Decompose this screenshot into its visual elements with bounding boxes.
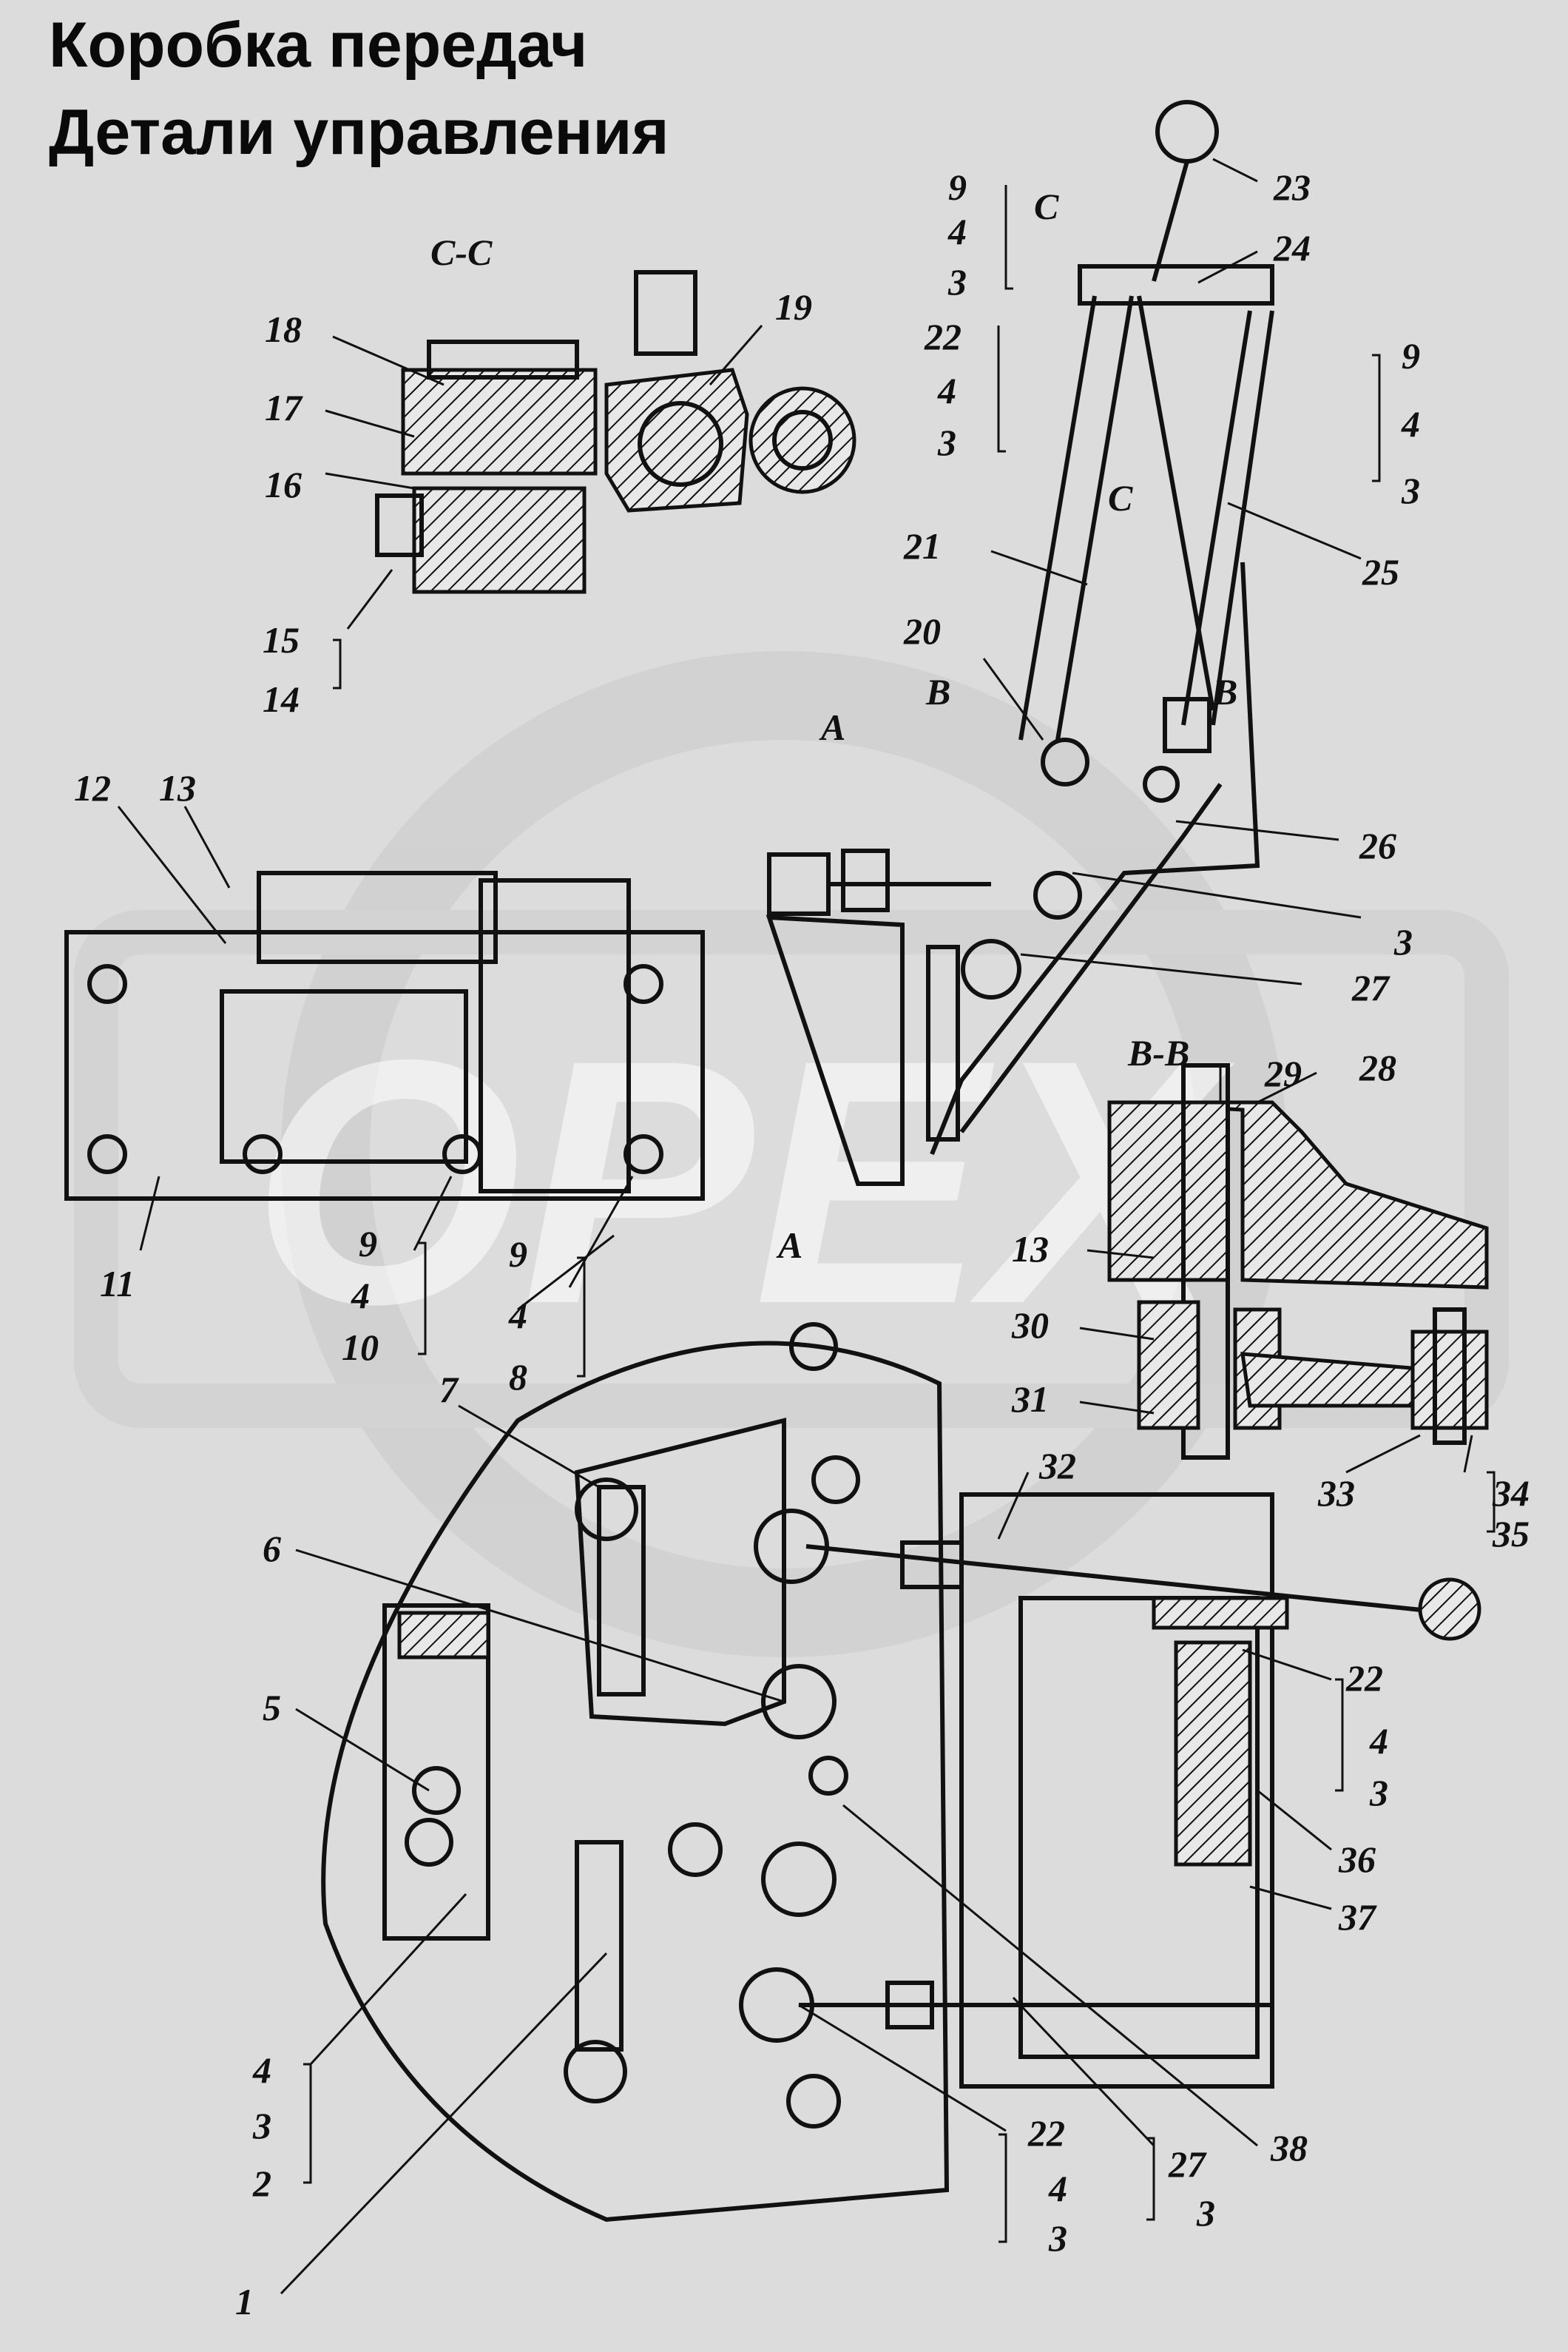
callout-28: 28 — [1359, 1047, 1396, 1088]
callout-3-i: 3 — [1196, 2192, 1215, 2234]
callout-10: 10 — [342, 1327, 379, 1368]
callout-16: 16 — [265, 464, 302, 505]
callout-20: 20 — [903, 610, 941, 652]
callout-3-g: 3 — [252, 2105, 271, 2146]
callout-8: 8 — [509, 1356, 527, 1398]
callout-7: 7 — [439, 1369, 459, 1410]
callout-12: 12 — [74, 767, 111, 809]
callout-17: 17 — [265, 387, 303, 428]
callout-3-lever: 3 — [1393, 921, 1413, 963]
callout-36: 36 — [1338, 1839, 1376, 1880]
section-arrow-b-left: B — [925, 671, 950, 712]
callout-31: 31 — [1011, 1378, 1049, 1420]
callout-15: 15 — [263, 619, 300, 661]
callout-22-top: 22 — [924, 316, 962, 357]
callout-1: 1 — [235, 2281, 254, 2322]
callout-4-h: 4 — [1048, 2168, 1067, 2209]
callout-23: 23 — [1273, 166, 1311, 208]
callout-21: 21 — [903, 525, 941, 567]
callout-19: 19 — [775, 286, 812, 328]
callout-5: 5 — [263, 1687, 281, 1728]
callout-2: 2 — [252, 2163, 271, 2204]
callout-14: 14 — [263, 678, 300, 720]
lower-main-view — [321, 1322, 1481, 2223]
callout-3-h: 3 — [1048, 2217, 1067, 2259]
callout-4-c: 4 — [937, 370, 956, 411]
left-housing-view — [64, 871, 705, 1201]
callout-35: 35 — [1492, 1513, 1530, 1554]
callout-32: 32 — [1038, 1445, 1076, 1486]
callout-6: 6 — [263, 1528, 281, 1569]
section-label-bb: B-B — [1127, 1032, 1189, 1074]
callout-26: 26 — [1359, 825, 1396, 866]
callout-9-e: 9 — [509, 1233, 527, 1275]
section-cc-detail — [375, 270, 856, 594]
shift-lever-assembly — [766, 100, 1274, 1186]
callout-30: 30 — [1011, 1304, 1049, 1346]
view-label-a-mid: A — [776, 1224, 802, 1266]
callout-9-d: 9 — [359, 1223, 377, 1264]
callout-13-left: 13 — [159, 767, 196, 809]
leader-lines — [117, 158, 1473, 2295]
callout-4-d: 4 — [351, 1275, 370, 1316]
section-arrow-b-right: B — [1212, 671, 1237, 712]
page-title-line-2: Детали управления — [49, 97, 669, 168]
callout-3-c: 3 — [937, 422, 956, 463]
part-callouts: 23 24 25 26 3 27 28 29 9 4 3 9 4 3 22 4 … — [74, 166, 1530, 2322]
callout-4-g: 4 — [252, 2049, 271, 2091]
callout-9-a: 9 — [948, 166, 967, 208]
callout-22-right: 22 — [1345, 1657, 1383, 1699]
callout-4-e: 4 — [508, 1295, 527, 1336]
callout-29: 29 — [1264, 1053, 1302, 1094]
callout-25: 25 — [1362, 551, 1399, 593]
callout-4-b: 4 — [1401, 403, 1420, 445]
callout-37: 37 — [1338, 1896, 1377, 1938]
callout-3-f: 3 — [1369, 1772, 1388, 1813]
callout-34: 34 — [1492, 1472, 1530, 1514]
callout-11: 11 — [100, 1263, 135, 1304]
view-arrow-a-top: A — [819, 707, 845, 748]
callout-13-bb: 13 — [1012, 1228, 1049, 1270]
section-bb-detail — [1107, 1063, 1489, 1460]
section-label-cc: C-C — [430, 232, 493, 273]
callout-22-bottom: 22 — [1027, 2112, 1065, 2154]
callout-3-a: 3 — [947, 261, 967, 303]
callout-27-bottom: 27 — [1168, 2143, 1207, 2185]
callout-9-b: 9 — [1402, 335, 1420, 377]
callout-4-f: 4 — [1369, 1720, 1388, 1762]
callout-38: 38 — [1270, 2127, 1308, 2169]
section-arrow-c-top: C — [1034, 186, 1059, 227]
callout-3-b: 3 — [1401, 470, 1420, 511]
callout-24: 24 — [1273, 227, 1311, 269]
callout-33: 33 — [1317, 1472, 1355, 1514]
callout-4-a: 4 — [947, 211, 967, 252]
page-title-line-1: Коробка передач — [49, 10, 588, 81]
group-brackets — [303, 185, 1496, 2243]
callout-27-top: 27 — [1351, 967, 1390, 1008]
callout-18: 18 — [265, 309, 302, 350]
section-arrow-c-mid: C — [1108, 477, 1133, 519]
watermark-text: OPEX — [251, 988, 1235, 1376]
